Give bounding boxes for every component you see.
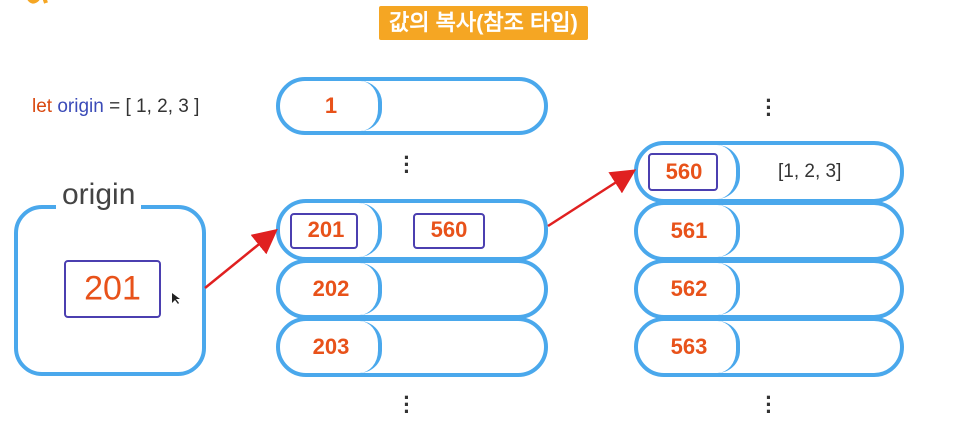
memory-address: 203 <box>312 334 350 359</box>
code-keyword: let <box>32 96 53 117</box>
memory-cell: 203 <box>276 317 548 377</box>
memory-address: 201 <box>307 217 345 242</box>
memory-cell: 560 [1, 2, 3] <box>634 141 904 203</box>
ellipsis-icon: ··· <box>403 145 411 184</box>
page-title: 값의 복사(참조 타입) <box>379 6 588 40</box>
memory-address: 202 <box>312 276 350 301</box>
ellipsis-icon: ··· <box>765 88 773 127</box>
memory-cell: 563 <box>634 317 904 377</box>
ellipsis-icon: ··· <box>403 385 411 424</box>
variable-box-value-text: 201 <box>84 269 141 308</box>
reference-arrow <box>204 228 278 289</box>
memory-address: 560 <box>665 159 703 184</box>
memory-cell-top: 1 <box>276 77 548 135</box>
memory-cell: 201 560 <box>276 199 548 261</box>
corner-logo-fragment <box>24 0 64 6</box>
code-line: let origin = [ 1, 2, 3 ] <box>32 96 199 118</box>
variable-box-value: 201 <box>64 260 161 318</box>
memory-address: 561 <box>670 218 708 243</box>
memory-address: 563 <box>670 334 708 359</box>
code-rest: = [ 1, 2, 3 ] <box>109 96 200 117</box>
reference-arrow <box>547 169 637 228</box>
memory-address: 1 <box>324 93 338 118</box>
ellipsis-icon: ··· <box>765 385 773 424</box>
memory-cell: 202 <box>276 259 548 319</box>
memory-value: 560 <box>430 217 468 242</box>
variable-box-label: origin <box>56 178 142 212</box>
cursor-icon <box>172 292 180 310</box>
code-variable: origin <box>57 96 104 117</box>
memory-address: 562 <box>670 276 708 301</box>
memory-value: [1, 2, 3] <box>778 161 842 182</box>
